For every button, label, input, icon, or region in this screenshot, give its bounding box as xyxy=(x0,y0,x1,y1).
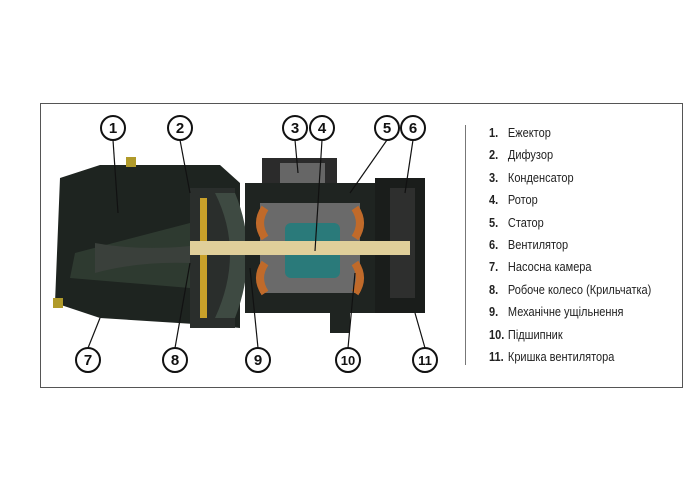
callout-3: 3 xyxy=(282,115,308,141)
legend-label: Механічне ущільнення xyxy=(507,305,624,320)
leader-lines xyxy=(87,139,426,349)
svg-text:8: 8 xyxy=(171,352,179,369)
legend-item: 3. Конденсатор xyxy=(489,171,651,193)
legend-item: 5. Статор xyxy=(489,216,651,238)
svg-text:1: 1 xyxy=(109,120,117,137)
callout-8: 8 xyxy=(162,347,188,373)
legend-item: 6. Вентилятор xyxy=(489,238,651,260)
legend-label: Кришка вентилятора xyxy=(507,349,615,364)
callout-7: 7 xyxy=(75,347,101,373)
diffuser-impeller xyxy=(190,188,248,328)
legend-item: 1. Ежектор xyxy=(489,126,651,148)
legend-item: 7. Насосна камера xyxy=(489,260,651,282)
callout-4: 4 xyxy=(309,115,335,141)
legend-label: Конденсатор xyxy=(507,170,574,185)
parts-legend: 1. Ежектор 2. Дифузор 3. Конденсатор 4. … xyxy=(489,126,673,372)
svg-text:11: 11 xyxy=(418,353,432,368)
legend-item: 9. Механічне ущільнення xyxy=(489,305,651,327)
legend-label: Насосна камера xyxy=(507,260,592,275)
legend-item: 11. Кришка вентилятора xyxy=(489,350,651,372)
legend-divider xyxy=(465,125,466,365)
diagram-frame xyxy=(40,103,683,388)
svg-text:4: 4 xyxy=(318,120,327,137)
svg-text:3: 3 xyxy=(291,120,299,137)
legend-number: 8. xyxy=(489,282,499,297)
callout-5: 5 xyxy=(374,115,400,141)
svg-text:10: 10 xyxy=(341,353,355,368)
legend-item: 2. Дифузор xyxy=(489,148,651,170)
legend-item: 8. Робоче колесо (Крильчатка) xyxy=(489,283,651,305)
legend-label: Робоче колесо (Крильчатка) xyxy=(507,282,652,297)
callout-6: 6 xyxy=(400,115,426,141)
legend-item: 4. Ротор xyxy=(489,193,651,215)
legend-label: Дифузор xyxy=(507,148,554,163)
svg-text:7: 7 xyxy=(84,352,92,369)
legend-number: 6. xyxy=(489,237,499,252)
legend-label: Підшипник xyxy=(507,327,563,342)
legend-number: 2. xyxy=(489,148,499,163)
shaft xyxy=(190,241,410,255)
svg-text:9: 9 xyxy=(254,352,262,369)
callout-2: 2 xyxy=(167,115,193,141)
callout-11: 11 xyxy=(412,347,438,373)
svg-text:6: 6 xyxy=(409,120,417,137)
legend-label: Статор xyxy=(507,215,544,230)
legend-number: 9. xyxy=(489,305,499,320)
callout-1: 1 xyxy=(100,115,126,141)
svg-text:2: 2 xyxy=(176,120,184,137)
svg-text:5: 5 xyxy=(383,120,391,137)
pump-cutaway-illustration: 1 2 3 4 5 6 7 8 9 10 11 xyxy=(53,115,438,373)
legend-number: 4. xyxy=(489,193,499,208)
legend-label: Вентилятор xyxy=(507,237,569,252)
legend-number: 7. xyxy=(489,260,499,275)
callout-9: 9 xyxy=(245,347,271,373)
legend-number: 11. xyxy=(489,349,504,364)
legend-label: Ежектор xyxy=(507,126,551,140)
legend-item: 10. Підшипник xyxy=(489,328,651,350)
legend-number: 5. xyxy=(489,215,499,230)
legend-number: 3. xyxy=(489,170,499,185)
legend-label: Ротор xyxy=(507,193,538,208)
legend-number: 10. xyxy=(489,327,505,342)
legend-number: 1. xyxy=(489,126,499,140)
callout-10: 10 xyxy=(335,347,361,373)
